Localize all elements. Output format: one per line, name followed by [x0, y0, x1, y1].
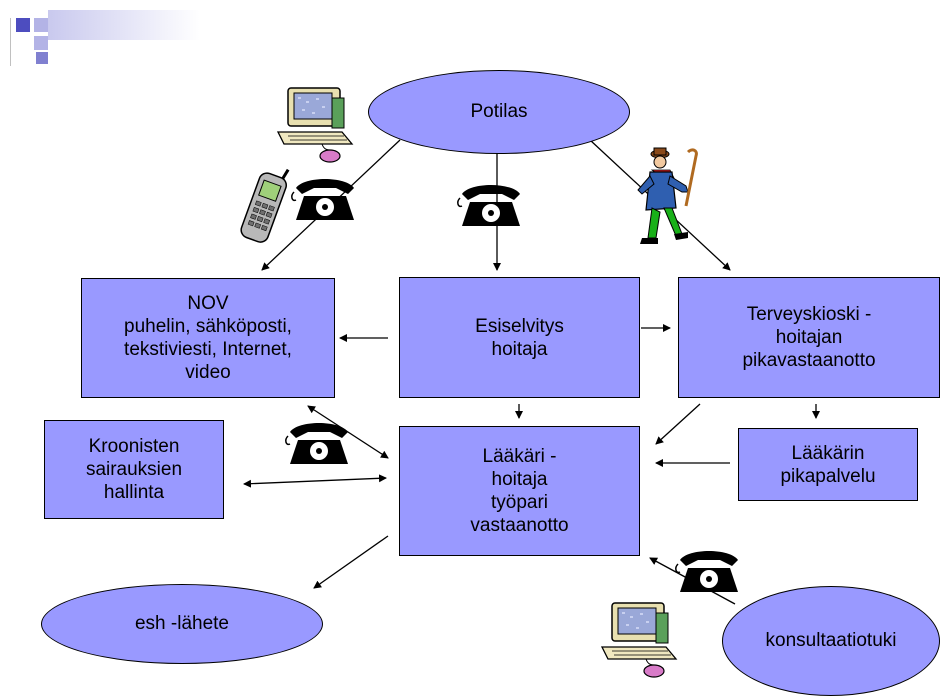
node-laakari-line-4: vastaanotto	[470, 515, 569, 536]
node-nov: NOV puhelin, sähköposti, tekstiviesti, I…	[81, 278, 335, 398]
corner-gradient-bar	[48, 10, 200, 40]
corner-square-light	[34, 18, 48, 32]
node-laakari-hoitaja: Lääkäri - hoitaja työpari vastaanotto	[399, 426, 640, 556]
arrow-terveyskioski-laakari	[655, 403, 701, 445]
node-laakari-line-1: Lääkäri -	[482, 446, 557, 467]
node-pikapalvelu: Lääkärin pikapalvelu	[738, 428, 918, 501]
node-pikapalvelu-line-2: pikapalvelu	[780, 465, 876, 487]
node-nov-line-2: puhelin, sähköposti,	[124, 316, 292, 337]
corner-vertical-line	[10, 18, 11, 66]
node-potilas: Potilas	[368, 70, 630, 154]
corner-square-dark-2	[36, 52, 48, 64]
node-esh-lahete: esh -lähete	[41, 584, 323, 664]
mobile-phone-icon	[240, 168, 290, 243]
corner-square-light-2	[34, 36, 48, 50]
computer-icon	[600, 602, 678, 678]
node-esiselvitys: Esiselvitys hoitaja	[399, 277, 640, 398]
node-pikapalvelu-line-1: Lääkärin	[791, 442, 865, 464]
node-nov-line-1: NOV	[187, 293, 229, 314]
node-laakari-line-3: työpari	[490, 492, 549, 513]
node-konsultaatiotuki: konsultaatiotuki	[722, 586, 940, 696]
node-kroonisten-line-3: hallinta	[103, 482, 165, 503]
node-terveyskioski-line-3: pikavastaanotto	[742, 350, 876, 371]
corner-square-dark	[16, 18, 30, 32]
node-laakari-line-2: hoitaja	[491, 469, 548, 490]
node-kroonisten-line-2: sairauksien	[85, 459, 183, 480]
arrow-laakari-esh	[313, 535, 389, 589]
node-terveyskioski-line-2: hoitajan	[775, 327, 843, 348]
corner-decoration	[0, 0, 200, 70]
telephone-icon	[291, 179, 354, 220]
node-terveyskioski-line-1: Terveyskioski -	[746, 304, 872, 325]
arrow-kroonisten-laakari	[243, 474, 387, 488]
node-nov-line-3: tekstiviesti, Internet,	[124, 339, 292, 360]
node-esiselvitys-line-1: Esiselvitys	[475, 315, 564, 337]
telephone-icon	[285, 423, 348, 464]
node-nov-line-4: video	[185, 362, 231, 383]
node-potilas-label: Potilas	[470, 101, 528, 122]
telephone-icon	[457, 185, 520, 226]
node-kroonisten-line-1: Kroonisten	[88, 436, 180, 457]
node-kroonisten: Kroonisten sairauksien hallinta	[44, 420, 224, 519]
node-konsultaatiotuki-label: konsultaatiotuki	[765, 630, 897, 651]
computer-icon	[276, 87, 354, 163]
telephone-icon	[675, 551, 738, 592]
node-terveyskioski: Terveyskioski - hoitajan pikavastaanotto	[678, 277, 940, 398]
node-esh-label: esh -lähete	[134, 613, 229, 634]
node-esiselvitys-line-2: hoitaja	[491, 338, 548, 360]
walking-man-icon	[637, 147, 698, 244]
